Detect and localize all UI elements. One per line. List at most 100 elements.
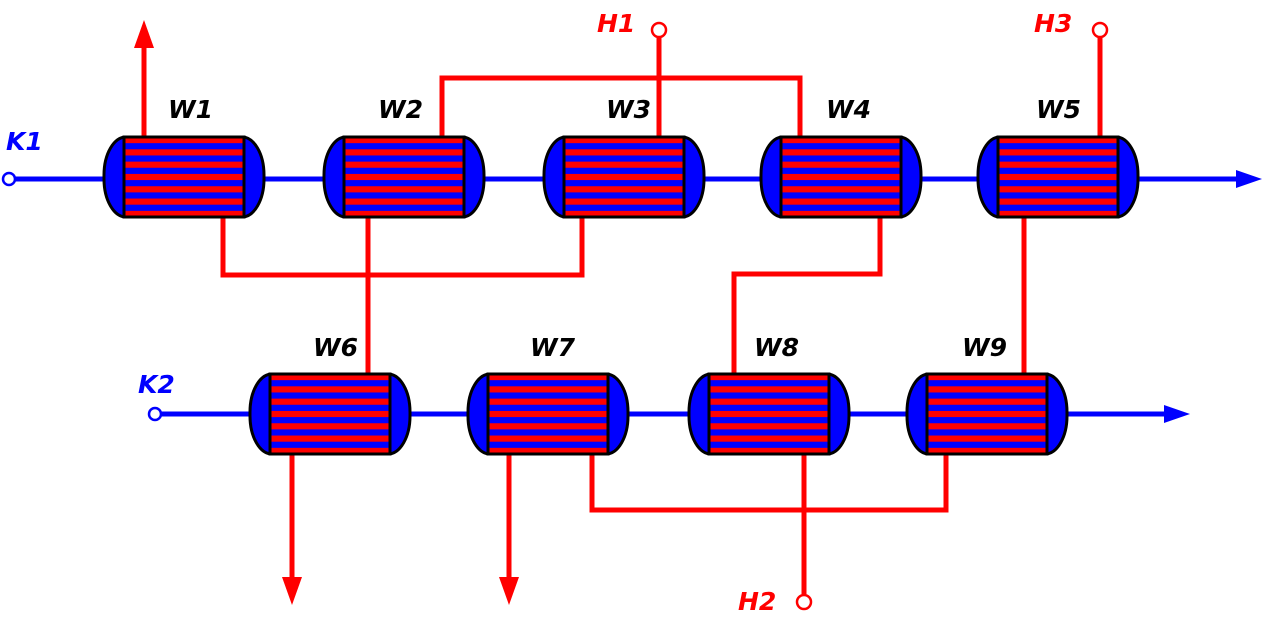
exchanger-hot-tube [344, 173, 464, 181]
heat-exchanger-w1 [102, 135, 266, 219]
exchanger-hot-tube [270, 423, 390, 430]
heat-exchanger-w9 [905, 372, 1069, 456]
w7-w9-hot-link [589, 454, 949, 513]
exchanger-hot-tube [344, 161, 464, 168]
exchanger-hot-tube [781, 186, 901, 193]
exchanger-label-w7: W7 [530, 333, 576, 362]
exchanger-hot-tube [709, 398, 829, 405]
h3-inlet-terminal [1091, 21, 1109, 39]
w7-hot-outlet-arrow [499, 577, 519, 605]
exchanger-hot-tube [998, 161, 1118, 168]
exchanger-hot-tube [270, 398, 390, 405]
k2-inlet-terminal [147, 406, 163, 422]
exchanger-hot-tube [781, 198, 901, 205]
exchanger-hot-tube [124, 210, 244, 217]
exchanger-hot-tube [781, 137, 901, 144]
cold-stream-label-k2: K2 [138, 370, 175, 399]
k1-outlet-arrow [1236, 170, 1262, 188]
w1-w3-hot-link [220, 216, 585, 278]
exchanger-hot-tube [270, 374, 390, 381]
w6-hot-outlet-arrow [282, 577, 302, 605]
cold-arrowheads [1164, 170, 1262, 423]
exchanger-hot-tube [488, 374, 608, 381]
exchanger-label-w1: W1 [168, 95, 213, 124]
exchanger-hot-tube [564, 149, 684, 156]
exchanger-hot-tube [927, 398, 1047, 405]
exchanger-hot-tube [927, 447, 1047, 454]
exchanger-hot-tube [488, 447, 608, 454]
exchanger-hot-tube [998, 149, 1118, 156]
exchanger-hot-tube [344, 210, 464, 217]
exchanger-hot-tube [709, 423, 829, 430]
exchanger-hot-tube [927, 410, 1047, 418]
exchanger-bundle-frame [779, 135, 903, 219]
labels: W1 W2 W3 W4 W5 W6 W7 W8 W9 K1 K2 H1 H2 H… [6, 9, 1081, 616]
exchanger-bundle-frame [122, 135, 246, 219]
exchanger-hot-tube [124, 137, 244, 144]
exchanger-hot-tube [124, 186, 244, 193]
heat-exchanger-w5 [976, 135, 1140, 219]
exchanger-hot-tube [709, 435, 829, 442]
exchanger-hot-tube [344, 186, 464, 193]
exchanger-bundle-frame [707, 372, 831, 456]
exchanger-hot-tube [488, 410, 608, 418]
exchanger-hot-tube [927, 435, 1047, 442]
exchanger-hot-tube [564, 161, 684, 168]
exchanger-label-w3: W3 [606, 95, 651, 124]
exchanger-hot-tube [124, 198, 244, 205]
exchanger-hot-tube [927, 423, 1047, 430]
exchanger-hot-tube [488, 423, 608, 430]
exchanger-bundle-frame [925, 372, 1049, 456]
heat-exchanger-w6 [248, 372, 412, 456]
exchanger-hot-tube [781, 149, 901, 156]
exchanger-hot-tube [927, 386, 1047, 393]
exchanger-label-w8: W8 [754, 333, 799, 362]
exchanger-hot-tube [998, 210, 1118, 217]
k1-inlet-terminal [1, 171, 17, 187]
exchanger-hot-tube [344, 137, 464, 144]
exchanger-bundle-frame [996, 135, 1120, 219]
exchanger-label-w6: W6 [313, 333, 358, 362]
cold-stream-label-k1: K1 [6, 127, 43, 156]
hot-arrowheads [134, 20, 519, 605]
k2-outlet-arrow [1164, 405, 1190, 423]
exchanger-hot-tube [270, 435, 390, 442]
heat-exchanger-w3 [542, 135, 706, 219]
exchanger-hot-tube [564, 198, 684, 205]
exchanger-hot-tube [270, 410, 390, 418]
exchanger-hot-tube [270, 386, 390, 393]
exchanger-label-w5: W5 [1036, 95, 1081, 124]
exchanger-hot-tube [270, 447, 390, 454]
exchanger-hot-tube [124, 161, 244, 168]
h2-inlet-terminal [795, 593, 813, 611]
exchanger-hot-tube [781, 161, 901, 168]
exchanger-hot-tube [564, 173, 684, 181]
exchanger-hot-tube [709, 386, 829, 393]
w1-hot-outlet-arrow [134, 20, 154, 48]
exchangers [102, 135, 1140, 456]
hot-stream-label-h3: H3 [1034, 9, 1072, 38]
exchanger-label-w2: W2 [378, 95, 423, 124]
hot-stream-label-h1: H1 [597, 9, 635, 38]
exchanger-hot-tube [344, 149, 464, 156]
exchanger-hot-tube [709, 447, 829, 454]
exchanger-bundle-frame [486, 372, 610, 456]
exchanger-hot-tube [344, 198, 464, 205]
w2-w4-hot-link [439, 75, 803, 137]
heat-exchanger-w2 [322, 135, 486, 219]
hot-stream-label-h2: H2 [738, 587, 776, 616]
exchanger-hot-tube [564, 210, 684, 217]
exchanger-hot-tube [781, 173, 901, 181]
heat-exchanger-w4 [759, 135, 923, 219]
exchanger-hot-tube [488, 435, 608, 442]
exchanger-hot-tube [564, 186, 684, 193]
exchanger-hot-tube [124, 149, 244, 156]
heat-exchanger-w8 [687, 372, 851, 456]
exchanger-bundle-frame [562, 135, 686, 219]
w4-w8-hot-link [731, 216, 883, 375]
exchanger-hot-tube [709, 410, 829, 418]
h1-inlet-terminal [650, 21, 668, 39]
heat-exchanger-w7 [466, 372, 630, 456]
